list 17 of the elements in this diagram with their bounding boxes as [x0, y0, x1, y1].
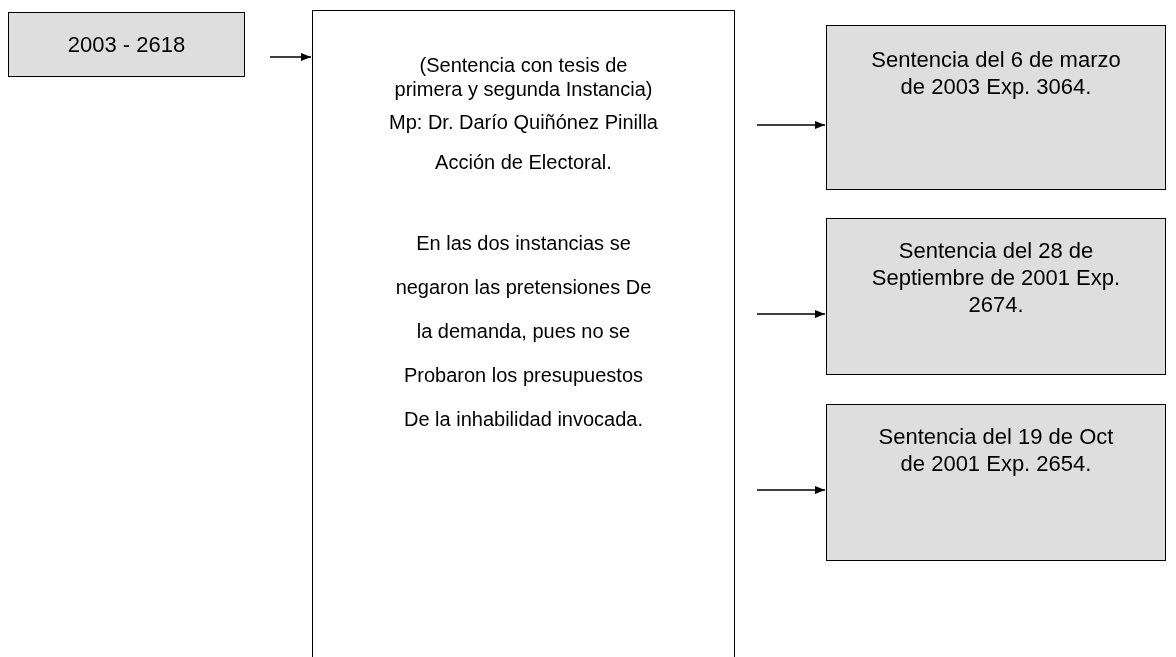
- arrow: [756, 121, 826, 129]
- text-box: [826, 404, 1166, 561]
- text-box: [826, 25, 1166, 190]
- box-text: Sentencia del 6 de marzo de 2003 Exp. 3064.: [871, 46, 1121, 100]
- box-text: 2003 - 2618: [66, 31, 187, 58]
- box-text: Acción de Electoral.: [434, 150, 613, 175]
- box-text: (Sentencia con tesis de primera y segunda Instancia): [393, 53, 654, 101]
- text-box: [8, 12, 245, 77]
- text-box: [826, 218, 1166, 375]
- arrow: [756, 486, 826, 494]
- box-text: Sentencia del 19 de Oct de 2001 Exp. 2654.: [877, 423, 1115, 477]
- summary-box: [312, 10, 735, 657]
- arrow: [269, 53, 312, 61]
- arrow: [756, 310, 826, 318]
- box-text: Sentencia del 28 de Septiembre de 2001 Exp. 2674.: [871, 237, 1121, 318]
- box-text: En las dos instancias se negaron las pretensiones De la demanda, pues no se Probaron los presupuestos De la inhabilidad invocada.: [394, 231, 653, 432]
- box-text: Mp: Dr. Darío Quiñónez Pinilla: [388, 110, 659, 135]
